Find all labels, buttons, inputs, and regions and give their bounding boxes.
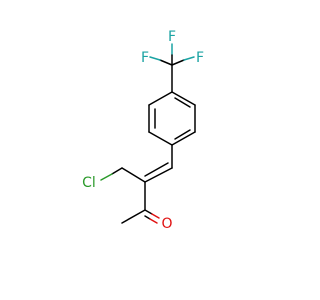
- atom-oxygen: O: [161, 216, 172, 232]
- ring-bond-4: [171, 131, 196, 146]
- atom-fluorine-right: F: [196, 50, 204, 66]
- bond-c-ch2: [121, 167, 146, 183]
- carbonyl-bond-a-black: [144, 209, 153, 215]
- bond-ch2-cl-black: [111, 167, 123, 175]
- structure-canvas: F F F Cl O: [82, 29, 205, 232]
- atom-fluorine-top: F: [168, 29, 176, 45]
- bond-ch2-cl: [100, 173, 113, 181]
- ring-inner-bond-2: [174, 129, 191, 140]
- bond-c-f-left-black: [159, 59, 173, 66]
- ring-bond-1: [148, 91, 173, 106]
- bond-c-f-right-black: [171, 59, 185, 66]
- bond-c-f-right: [183, 56, 195, 61]
- atom-fluorine-left: F: [141, 50, 149, 66]
- vinyl-double-bond-b: [144, 162, 169, 177]
- molecule-drawing: F F F Cl O: [82, 29, 204, 232]
- carbonyl-bond-a: [151, 213, 160, 219]
- ring-bond-6: [171, 91, 196, 106]
- ring-bond-3: [148, 131, 173, 146]
- ring-inner-bond-3: [174, 97, 191, 108]
- bond-methyl: [121, 209, 146, 224]
- vinyl-double-bond-a: [144, 167, 173, 183]
- carbonyl-bond-b-black: [144, 215, 151, 220]
- atom-chlorine: Cl: [82, 175, 96, 191]
- bond-c-f-left: [149, 56, 161, 61]
- carbonyl-bond-b: [149, 218, 158, 224]
